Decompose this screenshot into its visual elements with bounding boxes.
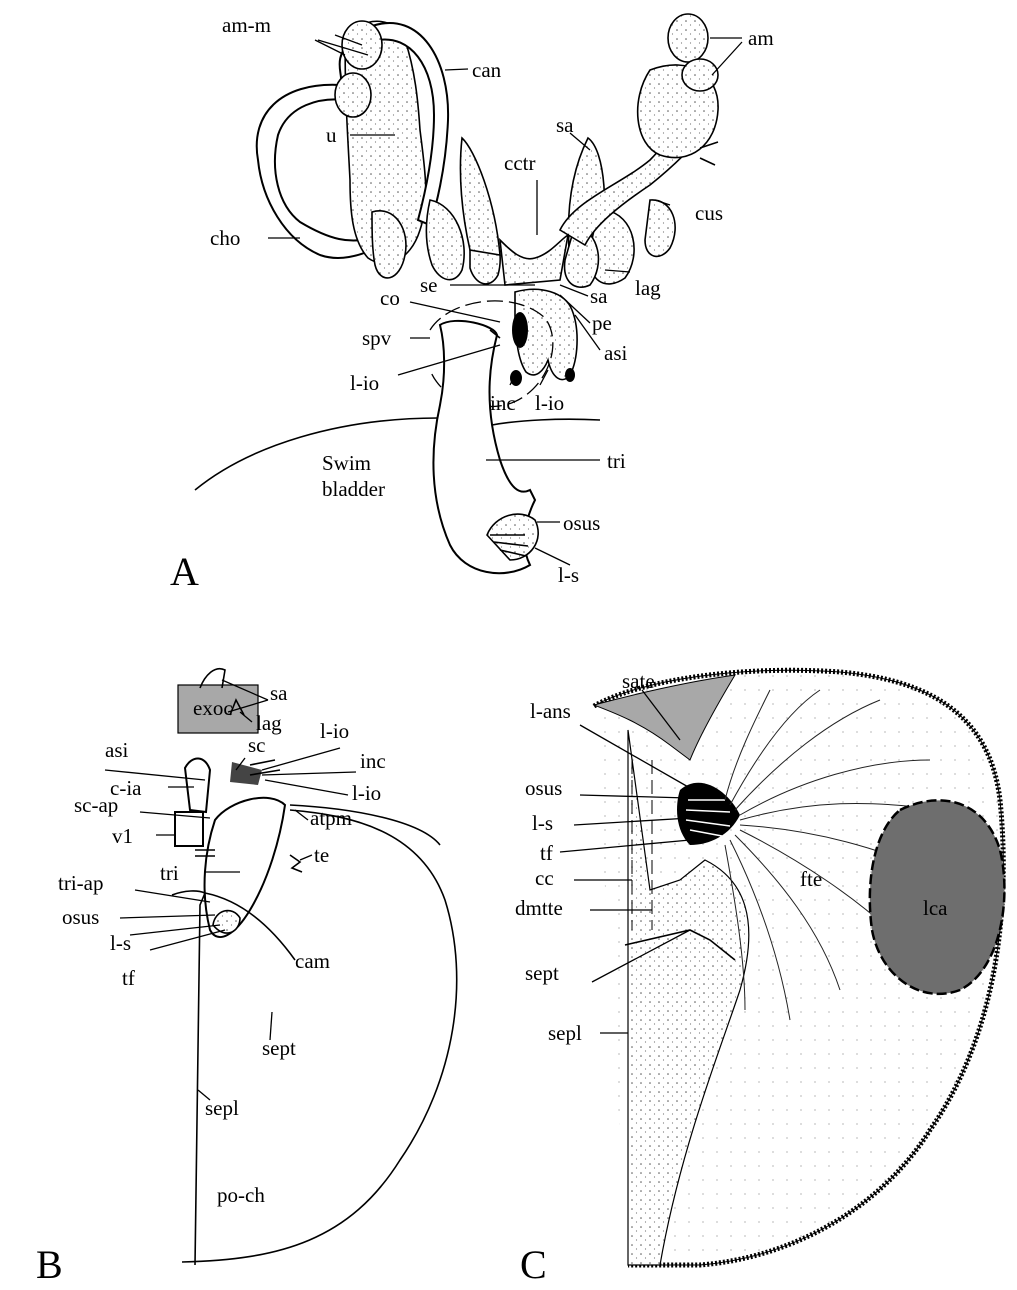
label-fte: fte bbox=[800, 867, 822, 891]
label-l-s-b: l-s bbox=[110, 931, 131, 955]
label-inc: inc bbox=[490, 391, 516, 415]
lower-lobe-mid bbox=[426, 200, 464, 280]
label-dmtte: dmtte bbox=[515, 896, 563, 920]
label-tf-c: tf bbox=[540, 841, 553, 865]
label-tf-b: tf bbox=[122, 966, 135, 990]
label-po-ch: po-ch bbox=[217, 1183, 265, 1207]
panel-b: sa exoc lag asi l-io sc inc c-ia l-io sc… bbox=[36, 669, 457, 1285]
c-ia-structure bbox=[185, 758, 210, 812]
label-cus: cus bbox=[695, 201, 723, 225]
label-l-io-b: l-io bbox=[320, 719, 349, 743]
label-v1: v1 bbox=[112, 824, 133, 848]
label-pe: pe bbox=[592, 311, 612, 335]
io-dark-3 bbox=[565, 368, 575, 382]
label-sate: sate bbox=[622, 669, 655, 693]
label-sa-2: sa bbox=[590, 284, 608, 308]
label-sa-b: sa bbox=[270, 681, 288, 705]
label-sept-c: sept bbox=[525, 961, 559, 985]
panel-c: sate l-ans osus l-s tf fte cc lca dmtte … bbox=[515, 669, 1004, 1285]
label-te: te bbox=[314, 843, 329, 867]
label-sept-b: sept bbox=[262, 1036, 296, 1060]
label-osus-b: osus bbox=[62, 905, 99, 929]
panel-letter-a: A bbox=[170, 549, 199, 594]
ampulla-horizontal bbox=[335, 73, 371, 117]
label-cctr: cctr bbox=[504, 151, 535, 175]
sagitta-left bbox=[460, 138, 500, 255]
label-am-m: am-m bbox=[222, 13, 271, 37]
sepl-line bbox=[172, 891, 205, 1265]
label-spv: spv bbox=[362, 326, 392, 350]
label-sepl-c: sepl bbox=[548, 1021, 582, 1045]
label-osus-c: osus bbox=[525, 776, 562, 800]
label-lag-b: lag bbox=[256, 711, 282, 735]
label-co: co bbox=[380, 286, 400, 310]
label-l-s-c: l-s bbox=[532, 811, 553, 835]
label-cho: cho bbox=[210, 226, 240, 250]
label-atpm: atpm bbox=[310, 806, 352, 830]
io-dark-2 bbox=[510, 370, 522, 386]
panel-letter-c: C bbox=[520, 1242, 547, 1285]
label-l-s: l-s bbox=[558, 563, 579, 587]
swim-bladder-line bbox=[195, 418, 438, 490]
panel-a: am-m can am u sa cctr cus cho lag se sa … bbox=[170, 13, 774, 594]
label-can: can bbox=[472, 58, 502, 82]
label-sc-ap: sc-ap bbox=[74, 793, 118, 817]
central-tube bbox=[500, 235, 568, 285]
io-dark-1 bbox=[512, 312, 528, 348]
label-am: am bbox=[748, 26, 774, 50]
label-asi: asi bbox=[604, 341, 627, 365]
swim-bladder-line-2 bbox=[492, 419, 600, 425]
panel-letter-b: B bbox=[36, 1242, 63, 1285]
label-swim: Swim bbox=[322, 451, 371, 475]
label-exoc: exoc bbox=[193, 696, 233, 720]
right-ampulla-small bbox=[668, 14, 708, 62]
label-sepl-b: sepl bbox=[205, 1096, 239, 1120]
label-cam: cam bbox=[295, 949, 330, 973]
label-sa: sa bbox=[556, 113, 574, 137]
label-u: u bbox=[326, 123, 337, 147]
label-cc: cc bbox=[535, 866, 554, 890]
label-inc-b: inc bbox=[360, 749, 386, 773]
label-l-io-2: l-io bbox=[535, 391, 564, 415]
label-lca: lca bbox=[923, 896, 948, 920]
cus-lobes bbox=[645, 200, 675, 257]
label-tri-b: tri bbox=[160, 861, 179, 885]
label-tri-ap: tri-ap bbox=[58, 871, 103, 895]
label-l-io-b2: l-io bbox=[352, 781, 381, 805]
label-se: se bbox=[420, 273, 438, 297]
label-l-io: l-io bbox=[350, 371, 379, 395]
label-bladder: bladder bbox=[322, 477, 385, 501]
label-l-ans: l-ans bbox=[530, 699, 571, 723]
te-arrow bbox=[290, 855, 302, 872]
label-lag: lag bbox=[635, 276, 661, 300]
label-sc: sc bbox=[248, 733, 266, 757]
label-tri: tri bbox=[607, 449, 626, 473]
label-osus: osus bbox=[563, 511, 600, 535]
label-asi-b: asi bbox=[105, 738, 128, 762]
